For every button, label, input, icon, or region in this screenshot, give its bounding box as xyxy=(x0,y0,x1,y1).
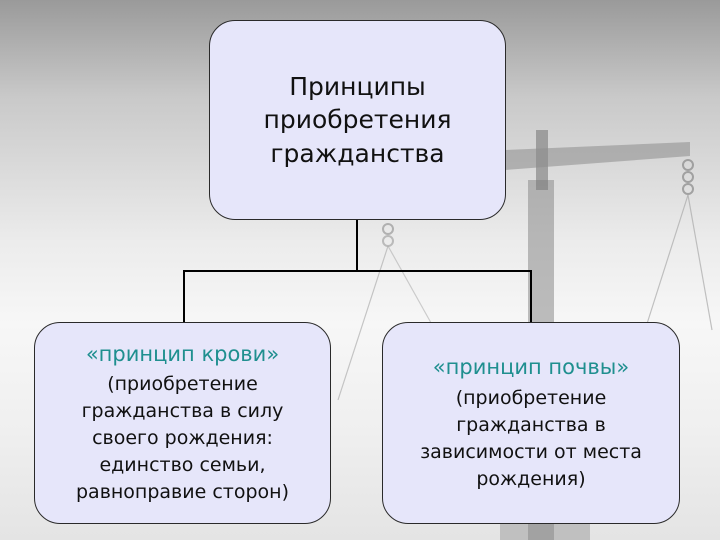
soil-principle-description: (приобретение гражданства в зависимости … xyxy=(420,386,642,490)
blood-principle-description: (приобретение гражданства в силу своего … xyxy=(75,373,289,504)
root-node: Принципы приобретения гражданства xyxy=(209,20,506,220)
blood-principle-title: «принцип крови» xyxy=(85,341,280,366)
root-node-line-3: гражданства xyxy=(270,138,445,168)
blood-principle-node: «принцип крови» (приобретение гражданств… xyxy=(34,322,331,524)
soil-principle-title: «принцип почвы» xyxy=(432,355,630,380)
soil-principle-node: «принцип почвы» (приобретение гражданств… xyxy=(382,322,680,524)
root-node-line-2: приобретения xyxy=(263,105,452,135)
root-node-line-1: Принципы xyxy=(289,72,426,102)
